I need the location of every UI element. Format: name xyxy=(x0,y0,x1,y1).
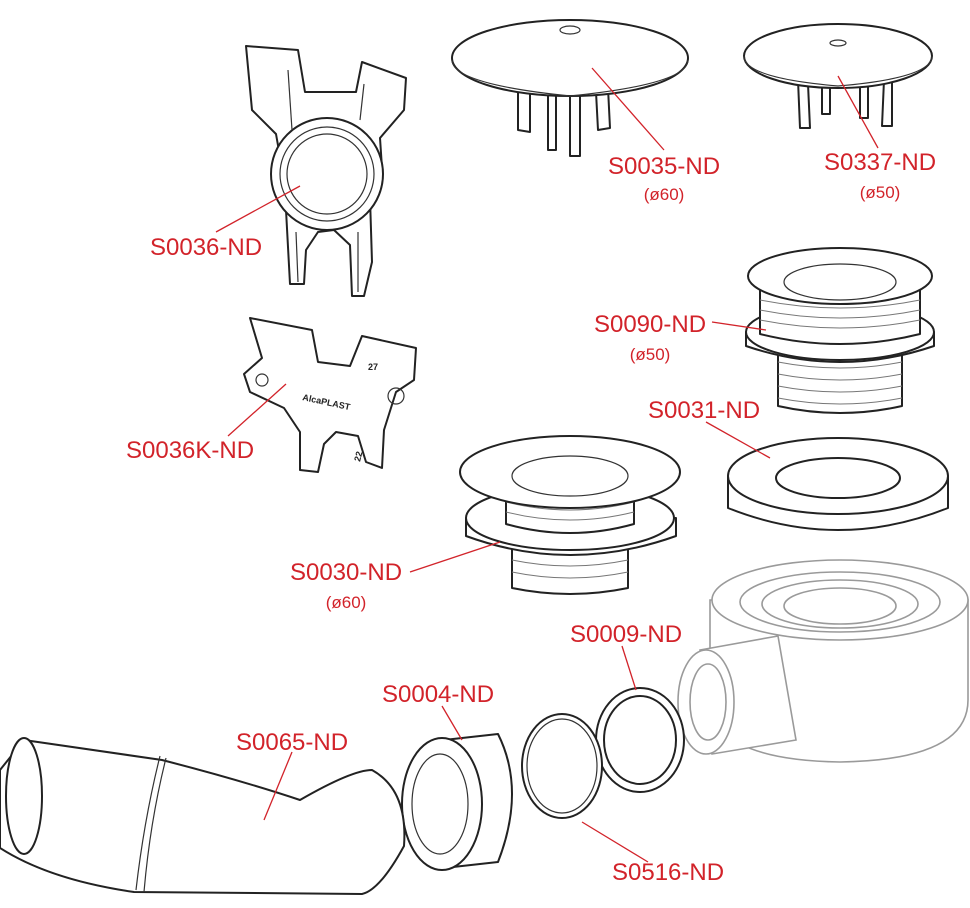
oring-s0516 xyxy=(521,713,603,819)
label-s0004-code: S0004-ND xyxy=(382,681,494,708)
tool-size-27: 27 xyxy=(368,362,378,372)
label-s0009-code: S0009-ND xyxy=(570,621,682,648)
label-s0035-code: S0035-ND xyxy=(608,153,720,180)
cover-s0337 xyxy=(743,23,933,129)
label-s0516-code: S0516-ND xyxy=(612,859,724,886)
ring-s0009 xyxy=(595,687,685,793)
elbow-pipe-s0065 xyxy=(0,737,406,895)
flange-s0030 xyxy=(459,435,681,595)
label-s0030-code: S0030-ND xyxy=(290,559,402,586)
label-s0030-diameter: (ø60) xyxy=(326,593,367,612)
label-s0090-diameter: (ø50) xyxy=(630,345,671,364)
nut-s0004 xyxy=(401,733,513,871)
label-s0337-code: S0337-ND xyxy=(824,149,936,176)
label-s0031-code: S0031-ND xyxy=(648,397,760,424)
key-tool-s0036 xyxy=(245,45,407,297)
flange-s0090 xyxy=(745,247,935,414)
leader-lines xyxy=(215,67,879,863)
seal-s0031 xyxy=(727,437,949,531)
label-s0337-diameter: (ø50) xyxy=(860,183,901,202)
label-s0036-code: S0036-ND xyxy=(150,234,262,261)
label-s0065-code: S0065-ND xyxy=(236,729,348,756)
part-labels: S0036-ND S0035-ND (ø60) S0337-ND (ø50) S… xyxy=(126,149,936,886)
siphon-body xyxy=(677,559,969,763)
tool-size-22: 22 xyxy=(352,450,364,462)
key-tool-s0036k: AlcaPLAST 27 22 xyxy=(243,317,417,473)
cover-s0035 xyxy=(451,19,689,157)
label-s0090-code: S0090-ND xyxy=(594,311,706,338)
label-s0035-diameter: (ø60) xyxy=(644,185,685,204)
label-s0036k-code: S0036K-ND xyxy=(126,437,254,464)
